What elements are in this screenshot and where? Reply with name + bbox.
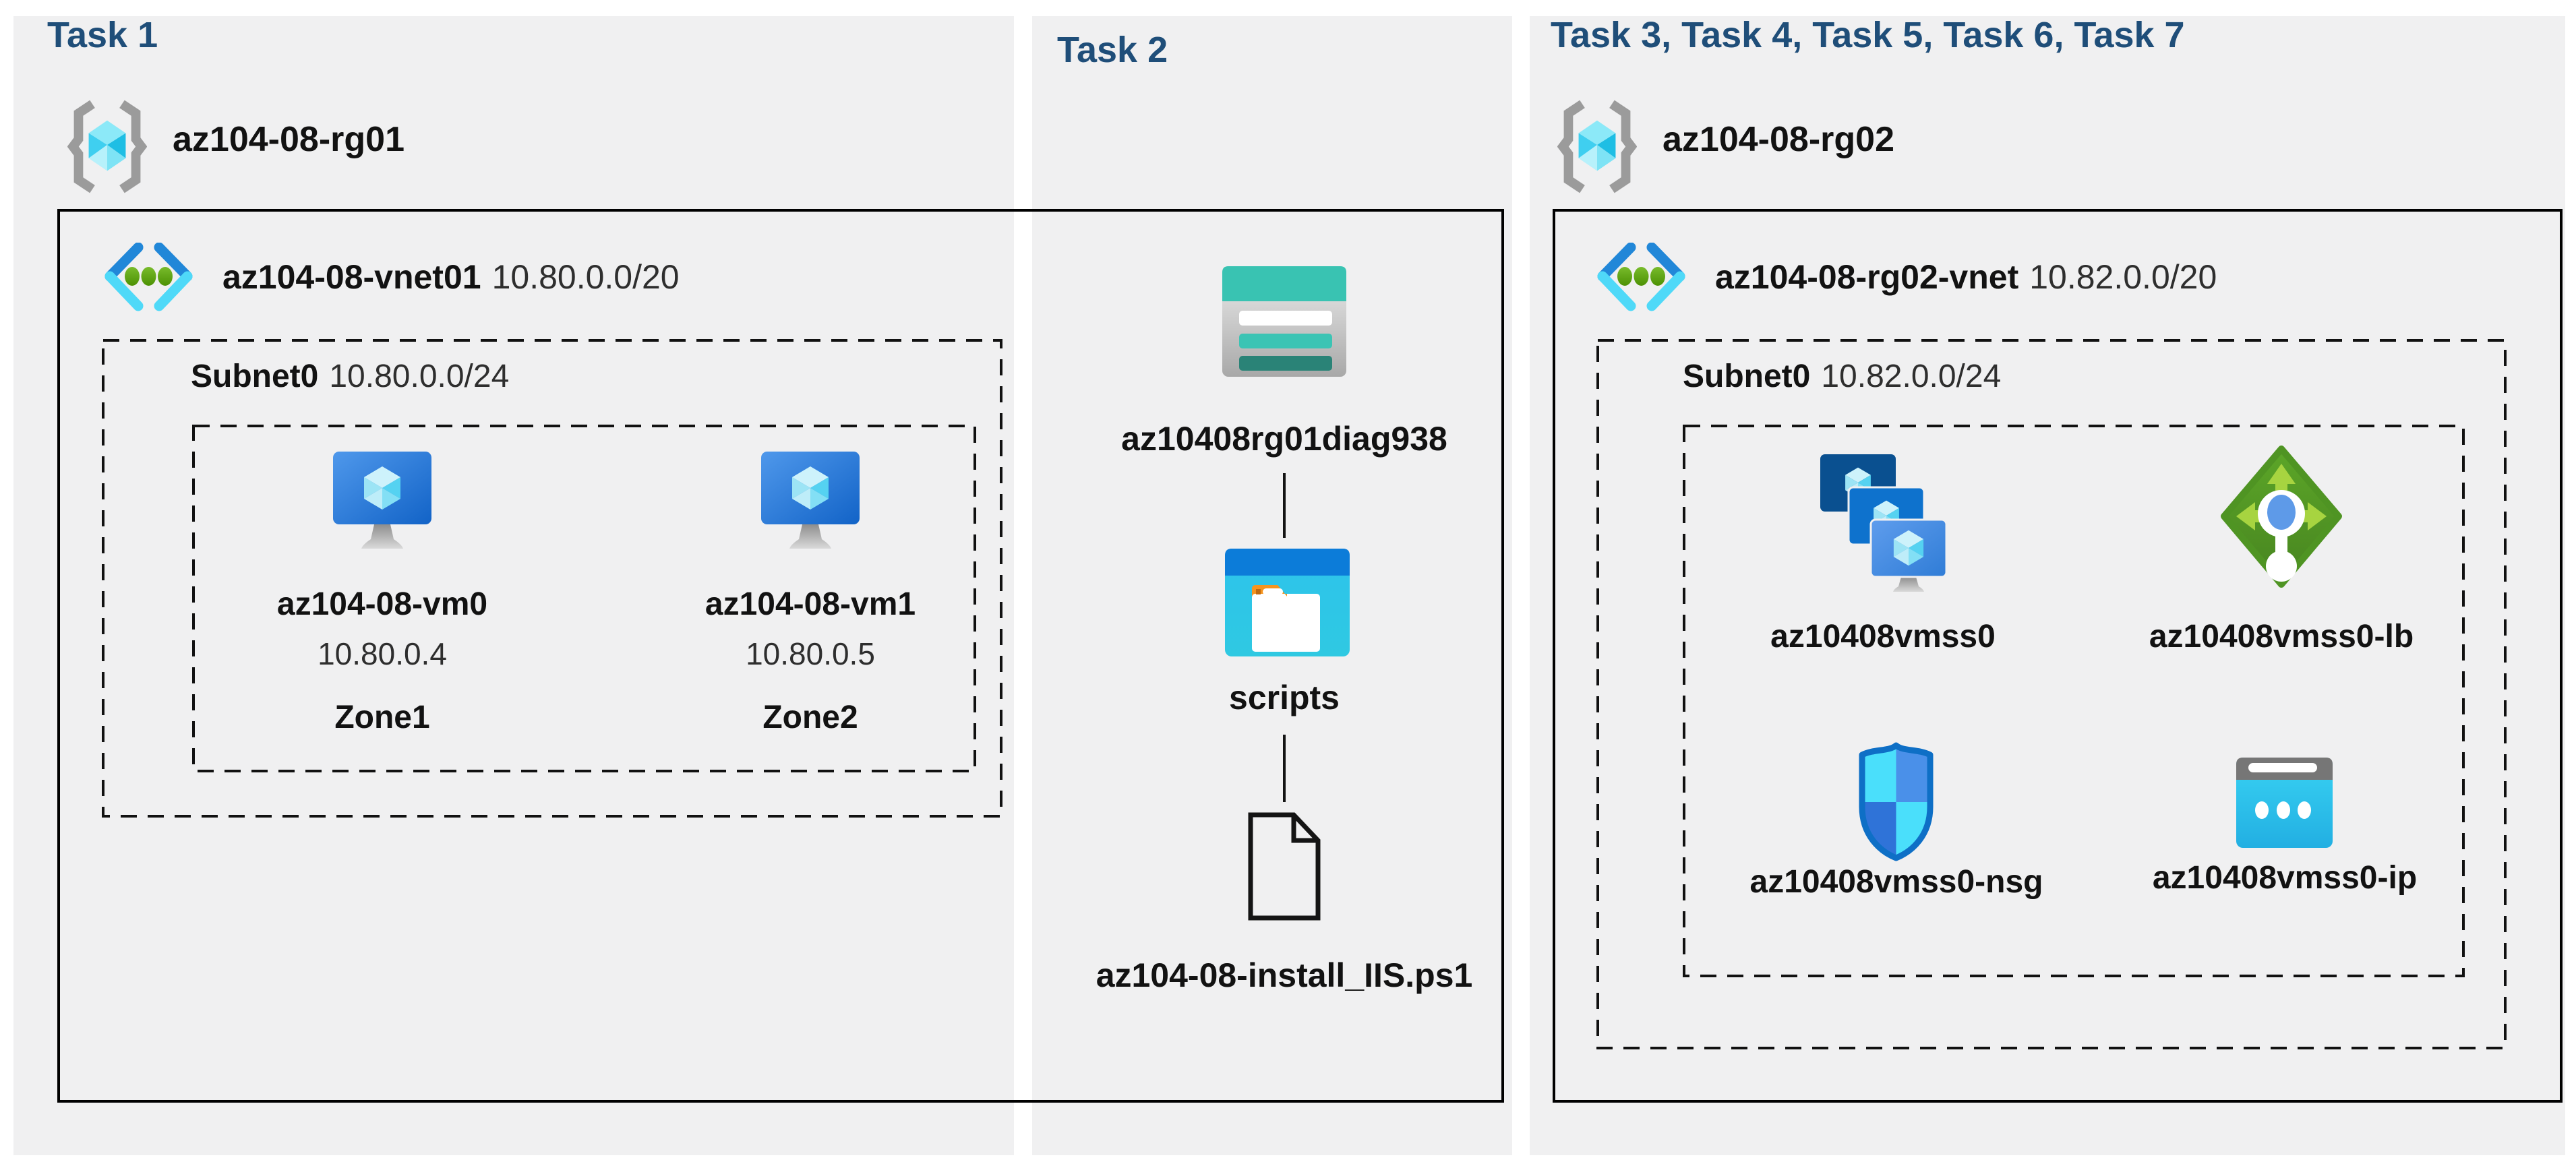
vm1-ip: 10.80.0.5 bbox=[746, 636, 875, 671]
task3-7-title: Task 3, Task 4, Task 5, Task 6, Task 7 bbox=[1551, 15, 2185, 55]
public-ip-label: az10408vmss0-ip bbox=[2152, 860, 2418, 896]
resource-group-icon bbox=[67, 100, 147, 193]
rg01-label: az104-08-rg01 bbox=[173, 120, 405, 159]
resource-group-icon bbox=[1557, 100, 1637, 193]
scripts-folder-icon bbox=[1225, 549, 1350, 656]
subnet0-rg02-cidr: 10.82.0.0/24 bbox=[1821, 359, 2002, 394]
vnet02-cidr: 10.82.0.0/20 bbox=[2029, 258, 2217, 296]
public-ip-icon bbox=[2236, 758, 2333, 848]
vnet01-cidr: 10.80.0.0/20 bbox=[491, 258, 680, 296]
connector-storage-scripts bbox=[1283, 473, 1286, 538]
vnet01-box bbox=[57, 209, 1504, 1103]
subnet0-rg01-box bbox=[102, 339, 1002, 818]
task2-title: Task 2 bbox=[1057, 30, 1168, 70]
nsg-shield-icon bbox=[1859, 742, 1934, 861]
vnet01-label: az104-08-vnet01 10.80.0.0/20 bbox=[222, 256, 680, 298]
vm1-zone: Zone2 bbox=[762, 700, 858, 735]
vm0-name: az104-08-vm0 bbox=[276, 586, 488, 622]
panel-task1 bbox=[13, 16, 1014, 1155]
storage-account-icon bbox=[1222, 266, 1346, 377]
vm0-icon bbox=[333, 452, 431, 549]
vmss-resources-box bbox=[1683, 425, 2465, 977]
rg02-label: az104-08-rg02 bbox=[1663, 120, 1894, 159]
ps1-file-icon bbox=[1248, 812, 1321, 921]
vnet01-name: az104-08-vnet01 bbox=[222, 258, 481, 296]
virtual-network-icon bbox=[104, 243, 193, 311]
zones-box bbox=[192, 425, 976, 772]
vnet02-label: az104-08-rg02-vnet 10.82.0.0/20 bbox=[1715, 256, 2217, 298]
vnet02-name: az104-08-rg02-vnet bbox=[1715, 258, 2019, 296]
ps1-file-label: az104-08-install_IIS.ps1 bbox=[1096, 956, 1473, 994]
panel-task3-7 bbox=[1530, 16, 2565, 1155]
subnet0-rg02-name: Subnet0 bbox=[1683, 359, 1811, 394]
vm0-zone: Zone1 bbox=[334, 700, 430, 735]
subnet0-rg02-label: Subnet0 10.82.0.0/24 bbox=[1683, 356, 2001, 398]
vmss-label: az10408vmss0 bbox=[1770, 619, 1996, 654]
subnet0-rg01-label: Subnet0 10.80.0.0/24 bbox=[191, 356, 509, 398]
task1-title: Task 1 bbox=[47, 15, 158, 55]
nsg-label: az10408vmss0-nsg bbox=[1749, 864, 2043, 900]
vmss-icon bbox=[1820, 454, 1948, 592]
storage-account-label: az10408rg01diag938 bbox=[1121, 420, 1447, 458]
vnet02-box bbox=[1553, 209, 2563, 1103]
vm0-ip: 10.80.0.4 bbox=[318, 636, 447, 671]
vm1-name: az104-08-vm1 bbox=[705, 586, 916, 622]
load-balancer-icon bbox=[2221, 446, 2342, 588]
subnet0-rg01-cidr: 10.80.0.0/24 bbox=[329, 359, 510, 394]
lb-label: az10408vmss0-lb bbox=[2149, 619, 2414, 654]
scripts-label: scripts bbox=[1229, 679, 1340, 716]
connector-scripts-file bbox=[1283, 735, 1286, 802]
subnet0-rg01-name: Subnet0 bbox=[191, 359, 319, 394]
virtual-network-icon bbox=[1597, 243, 1685, 311]
vm1-icon bbox=[761, 452, 860, 549]
